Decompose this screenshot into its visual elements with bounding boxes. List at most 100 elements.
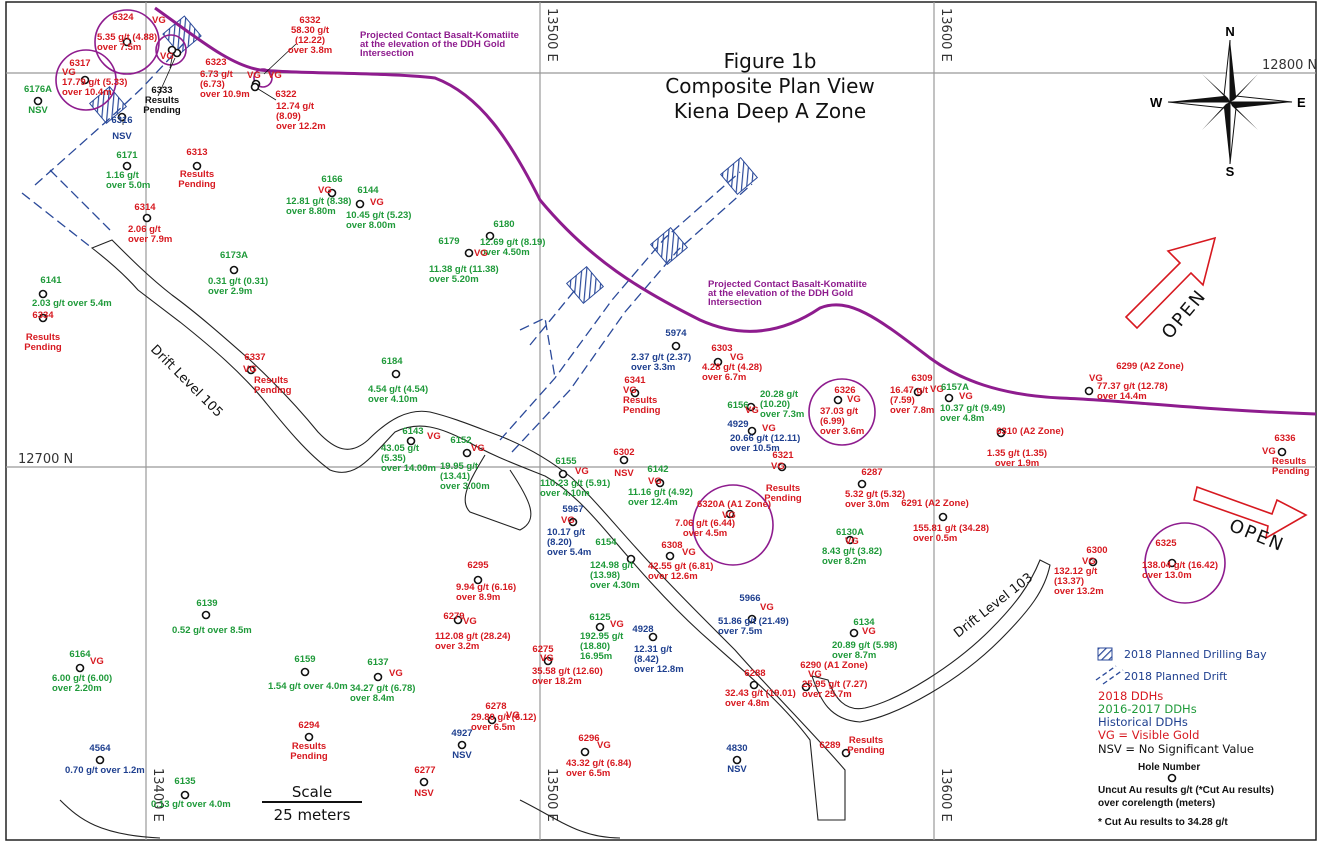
vg-marker: VG [623,385,637,396]
hole-id: 6180 [493,219,514,230]
vg-marker: VG [575,466,589,477]
hole-id: 6125 [589,612,611,623]
highlight-circles [55,9,1226,604]
hole-result-line: over 4.5m [683,528,727,539]
drift-bottom [59,799,621,839]
hole-id: 6143 [402,426,423,437]
hole-marker [558,469,568,479]
hole-marker [192,161,202,171]
hole-result-line: 20.28 g/t [760,389,799,400]
hole-result-line: over 5.0m [106,180,150,191]
figure-number: Figure 1b [724,49,817,73]
drill-hole-6291-a2-zone: 6291 (A2 Zone)155.81 g/t (34.28)over 0.5… [901,498,989,544]
hole-result-line: 4.28 g/t (4.28) [702,362,762,373]
hole-marker [419,777,429,787]
hole-result-line: 10.45 g/t (5.23) [346,210,411,221]
hole-id: 6137 [367,657,388,668]
hole-id: 6135 [174,776,196,787]
hole-result-line: 10.37 g/t (9.49) [940,403,1005,414]
hole-result-line: 8.43 g/t (3.82) [822,546,882,557]
figure-title-line1: Composite Plan View [665,74,874,98]
hole-result-line: over 6.7m [702,372,746,383]
hole-id: 6179 [438,236,459,247]
hole-marker [747,426,757,436]
hole-result-line: over 7.8m [890,405,934,416]
compass-arm [1230,102,1292,108]
hole-result-line: 11.16 g/t (4.92) [628,487,693,498]
vg-marker: VG [808,669,822,680]
hole-marker [75,663,85,673]
hole-result-line: over 8.2m [822,556,866,567]
hole-id: 6156 [727,400,748,411]
hole-id: 6296 [578,733,599,744]
hole-marker [841,748,851,758]
hole-marker [391,369,401,379]
hole-id: 6278 [485,701,506,712]
drift-level-103 [811,559,1051,723]
hole-result-line: over 10.9m [200,89,250,100]
hole-id: 4928 [632,624,653,635]
contact-label-1-line: at the elevation of the DDH Gold [360,39,505,50]
hole-result-line: over 8.9m [456,592,500,603]
hole-result-line: over 10.4m [62,87,112,98]
hole-result-line: (8.20) [547,537,572,548]
compass-arm [1168,96,1230,102]
hole-id: 4927 [451,728,472,739]
vg-marker: VG [152,15,166,26]
hole-marker [327,188,337,198]
grid-label-12800n: 12800 N [1262,58,1317,73]
hole-marker [464,248,474,258]
hole-result-line: Results [292,741,326,752]
hole-id: 6321 [772,450,794,461]
hole-id: 6300 [1086,545,1107,556]
compass-n: N [1225,24,1234,39]
hole-marker [580,747,590,757]
highlight-circle-6317 [55,49,117,111]
hole-result-line: (8.42) [634,654,659,665]
vg-marker: VG [648,476,662,487]
hole-result-line: Results [180,169,214,180]
hole-result-line: NSV [614,468,634,479]
planned-drift-center-a [499,171,741,441]
hole-result-line: 43.32 g/t (6.84) [566,758,631,769]
hole-id: 6308 [661,540,682,551]
hole-marker [250,82,260,92]
hole-marker [167,45,177,55]
hole-marker [626,554,636,564]
hole-id: 6324 [112,12,134,23]
vg-marker: VG [463,616,477,627]
hole-marker [229,265,239,275]
hole-result-line: 5.35 g/t (4.88) [97,32,157,43]
hole-result-line: Pending [290,751,328,762]
hole-marker [355,199,365,209]
hole-result-line: 11.38 g/t (11.38) [429,264,499,275]
hole-result-line: 19.95 g/t [440,461,479,472]
drill-hole-6320a-a1-zone: 6320A (A1 Zone)VG7.06 g/t (6.44)over 4.5… [675,499,771,539]
hole-marker [833,395,843,405]
hole-result-line: 192.95 g/t [580,631,624,642]
highlight-circle-6326 [808,378,876,446]
vg-marker: VG [389,668,403,679]
hole-marker [122,161,132,171]
hole-id: 6166 [321,174,342,185]
hole-result-line: Results [145,95,179,106]
hole-result-line: 6.00 g/t (6.00) [52,673,112,684]
hole-result-line: Pending [143,105,181,116]
hole-result-line: 51.86 g/t (21.49) [718,616,789,627]
hole-id: 6303 [711,343,732,354]
contact-label-2-line: Projected Contact Basalt-Komatiite [708,279,867,290]
